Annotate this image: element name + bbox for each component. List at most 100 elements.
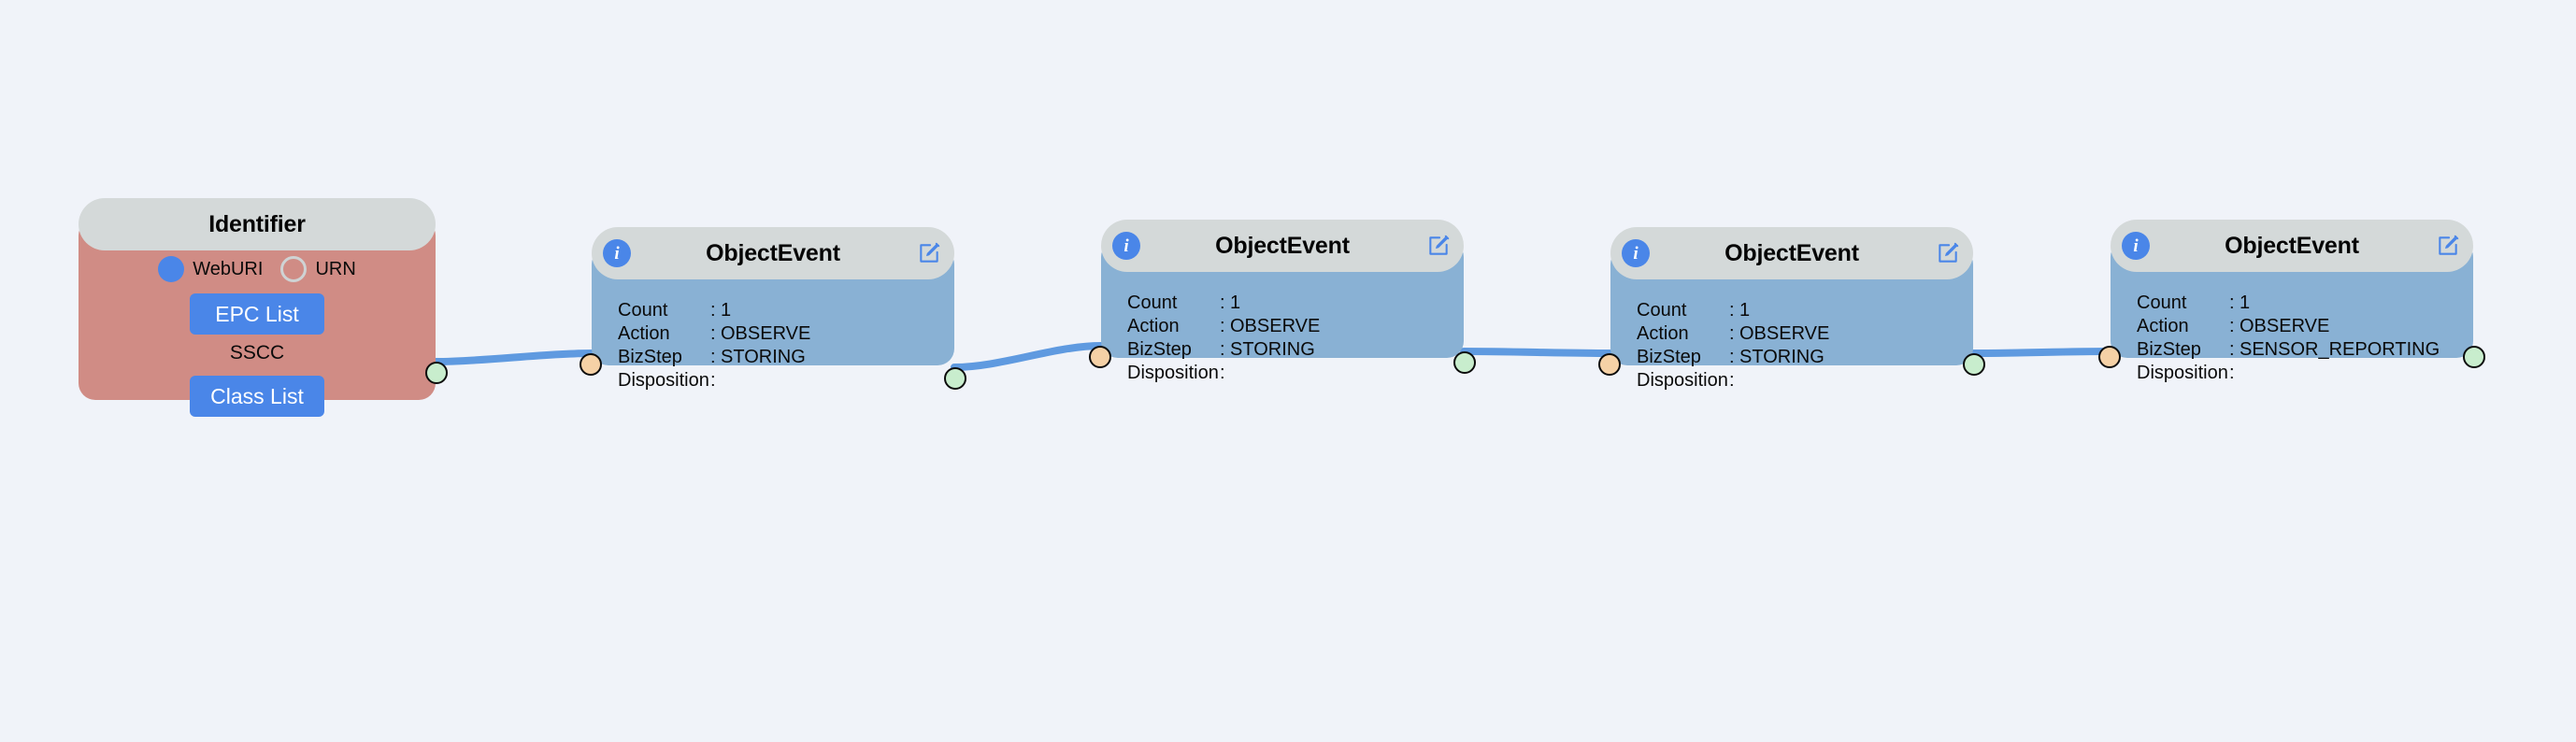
row-colon: : <box>1220 363 1225 383</box>
object-event-4-source-handle[interactable] <box>2463 346 2485 368</box>
identifier-title: Identifier <box>208 210 306 237</box>
edge-event-3-to-event-4 <box>1969 348 2114 357</box>
row-key-disposition: Disposition <box>1127 363 1219 383</box>
object-event-2-title: ObjectEvent <box>1215 232 1350 259</box>
row-colon: : <box>1220 293 1225 313</box>
edit-icon[interactable] <box>2436 234 2460 258</box>
object-event-3-target-handle[interactable] <box>1598 353 1621 376</box>
row-key-count: Count <box>1637 300 1687 321</box>
radio-weburi-selected-icon[interactable] <box>158 256 185 282</box>
row-key-count: Count <box>2137 293 2187 313</box>
row-colon: : <box>2229 363 2235 383</box>
row-key-count: Count <box>1127 293 1178 313</box>
row-key-bizstep: BizStep <box>618 347 682 367</box>
edge-event-1-to-event-2 <box>951 342 1105 371</box>
identifier-format-radio-group[interactable]: WebURI URN <box>158 256 356 282</box>
row-colon: : <box>1729 370 1735 391</box>
row-colon: : <box>2229 339 2235 360</box>
edge-identifier-to-event-1 <box>432 350 595 365</box>
row-colon: : <box>2229 316 2235 336</box>
class-list-button[interactable]: Class List <box>190 376 324 417</box>
row-colon: : <box>710 300 716 321</box>
row-colon: : <box>710 323 716 344</box>
row-count: Count : 1 <box>2137 293 2473 316</box>
sscc-label: SSCC <box>229 342 285 364</box>
object-event-1-source-handle[interactable] <box>944 367 966 390</box>
identifier-content: WebURI URN EPC List SSCC Class List <box>79 250 436 417</box>
radio-urn-unselected-icon[interactable] <box>280 256 308 282</box>
row-key-action: Action <box>1637 323 1689 344</box>
row-key-bizstep: BizStep <box>1637 347 1701 367</box>
row-disposition: Disposition : <box>1637 370 1973 393</box>
row-key-bizstep: BizStep <box>1127 339 1192 360</box>
row-disposition: Disposition : <box>2137 363 2473 386</box>
row-value-count: 1 <box>1739 300 1751 321</box>
row-count: Count : 1 <box>1127 293 1464 316</box>
row-value-count: 1 <box>1230 293 1241 313</box>
row-bizstep: BizStep : STORING <box>1637 347 1973 370</box>
object-event-3-title: ObjectEvent <box>1724 239 1859 266</box>
object-event-3-source-handle[interactable] <box>1963 353 1985 376</box>
row-action: Action : OBSERVE <box>1127 316 1464 339</box>
row-key-count: Count <box>618 300 668 321</box>
row-value-count: 1 <box>721 300 732 321</box>
row-value-bizstep: STORING <box>1739 347 1825 367</box>
row-colon: : <box>710 347 716 367</box>
row-value-bizstep: SENSOR_REPORTING <box>2240 339 2440 360</box>
info-icon[interactable]: i <box>2122 232 2150 260</box>
info-icon[interactable]: i <box>603 239 631 267</box>
radio-weburi-label: WebURI <box>193 258 264 279</box>
object-event-1-rows: Count : 1 Action : OBSERVE BizStep : STO… <box>592 300 954 393</box>
epc-list-button[interactable]: EPC List <box>190 293 324 335</box>
row-key-disposition: Disposition <box>2137 363 2228 383</box>
row-value-action: OBSERVE <box>1739 323 1830 344</box>
row-value-bizstep: STORING <box>1230 339 1315 360</box>
object-event-1-header: i ObjectEvent <box>592 227 954 279</box>
row-key-disposition: Disposition <box>1637 370 1728 391</box>
row-disposition: Disposition : <box>618 370 954 393</box>
row-bizstep: BizStep : STORING <box>1127 339 1464 363</box>
row-colon: : <box>1729 323 1735 344</box>
edge-event-2-to-event-3 <box>1460 348 1614 357</box>
info-icon[interactable]: i <box>1112 232 1140 260</box>
row-bizstep: BizStep : SENSOR_REPORTING <box>2137 339 2473 363</box>
row-value-action: OBSERVE <box>721 323 811 344</box>
edit-icon[interactable] <box>1426 234 1451 258</box>
identifier-node-header: Identifier <box>79 198 436 250</box>
object-event-4-target-handle[interactable] <box>2098 346 2121 368</box>
object-event-1-target-handle[interactable] <box>580 353 602 376</box>
row-key-bizstep: BizStep <box>2137 339 2201 360</box>
identifier-source-handle[interactable] <box>425 362 448 384</box>
object-event-4-title: ObjectEvent <box>2225 232 2359 259</box>
object-event-1-title: ObjectEvent <box>706 239 840 266</box>
row-count: Count : 1 <box>618 300 954 323</box>
object-event-3-rows: Count : 1 Action : OBSERVE BizStep : STO… <box>1610 300 1973 393</box>
object-event-2-target-handle[interactable] <box>1089 346 1111 368</box>
row-key-action: Action <box>1127 316 1180 336</box>
row-value-bizstep: STORING <box>721 347 806 367</box>
object-event-3-header: i ObjectEvent <box>1610 227 1973 279</box>
row-colon: : <box>710 370 716 391</box>
row-action: Action : OBSERVE <box>1637 323 1973 347</box>
radio-urn-label: URN <box>315 258 356 279</box>
edit-icon[interactable] <box>917 241 941 265</box>
object-event-2-source-handle[interactable] <box>1453 351 1476 374</box>
row-value-action: OBSERVE <box>2240 316 2330 336</box>
row-action: Action : OBSERVE <box>2137 316 2473 339</box>
row-colon: : <box>1220 339 1225 360</box>
row-key-disposition: Disposition <box>618 370 709 391</box>
row-key-action: Action <box>618 323 670 344</box>
info-icon[interactable]: i <box>1622 239 1650 267</box>
edit-icon[interactable] <box>1936 241 1960 265</box>
row-value-count: 1 <box>2240 293 2251 313</box>
row-colon: : <box>1729 347 1735 367</box>
row-count: Count : 1 <box>1637 300 1973 323</box>
object-event-4-rows: Count : 1 Action : OBSERVE BizStep : SEN… <box>2111 293 2473 386</box>
row-colon: : <box>1220 316 1225 336</box>
row-value-action: OBSERVE <box>1230 316 1321 336</box>
row-disposition: Disposition : <box>1127 363 1464 386</box>
row-colon: : <box>1729 300 1735 321</box>
object-event-4-header: i ObjectEvent <box>2111 220 2473 272</box>
row-colon: : <box>2229 293 2235 313</box>
